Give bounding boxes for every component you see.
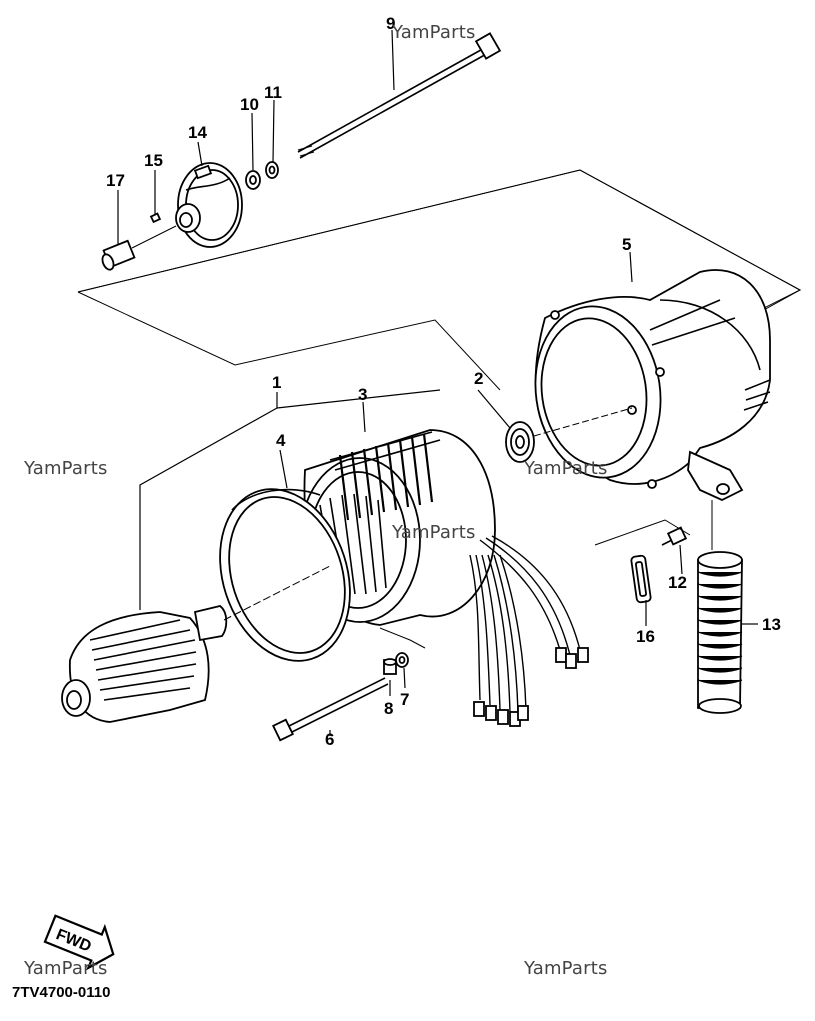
watermark: YamParts xyxy=(524,458,608,479)
frame-bottom-edge xyxy=(77,291,501,391)
callout-1: 1 xyxy=(272,373,281,392)
callout-7: 7 xyxy=(400,690,409,709)
sub-frame-right xyxy=(594,519,691,546)
frame-top-edge xyxy=(77,169,802,311)
callout-14: 14 xyxy=(188,123,207,142)
callout-5: 5 xyxy=(622,235,631,254)
callout-8: 8 xyxy=(384,699,393,718)
watermark: YamParts xyxy=(24,958,108,979)
callout-9: 9 xyxy=(386,14,395,33)
part-1-rotor xyxy=(61,565,331,723)
watermark: YamParts xyxy=(24,458,108,479)
callout-16: 16 xyxy=(636,627,655,646)
part-13-duct xyxy=(697,500,743,714)
part-12-screw xyxy=(661,526,688,546)
callout-2: 2 xyxy=(474,369,483,388)
callout-10: 10 xyxy=(240,95,259,114)
callout-13: 13 xyxy=(762,615,781,634)
part-5-housing xyxy=(534,269,771,501)
diagram-code: 7TV4700-0110 xyxy=(12,984,111,1001)
part-17-sleeve xyxy=(101,225,177,271)
callout-15: 15 xyxy=(144,151,163,170)
part-2-bearing xyxy=(505,407,633,463)
callout-3: 3 xyxy=(358,385,367,404)
watermark: YamParts xyxy=(392,22,476,43)
part-10-washer xyxy=(245,170,261,190)
sub-frame-line xyxy=(379,627,426,649)
part-4-ring xyxy=(219,488,351,662)
callout-12: 12 xyxy=(668,573,687,592)
part-9-through-bolt xyxy=(297,32,502,159)
part-16-clip xyxy=(630,554,652,604)
part-14-plate xyxy=(175,162,243,248)
part-6-bolt xyxy=(271,677,389,742)
callout-4: 4 xyxy=(276,431,286,450)
watermark: YamParts xyxy=(524,958,608,979)
callout-6: 6 xyxy=(325,730,334,749)
leader-lines xyxy=(117,29,758,736)
callout-17: 17 xyxy=(106,171,125,190)
part-7-washer xyxy=(395,652,409,668)
part-15-key xyxy=(149,212,162,224)
part-8-nut xyxy=(383,658,397,675)
watermark: YamParts xyxy=(392,522,476,543)
part-11-spring-washer xyxy=(265,161,279,179)
callout-11: 11 xyxy=(264,83,282,102)
stator-wire-harness xyxy=(469,535,589,727)
